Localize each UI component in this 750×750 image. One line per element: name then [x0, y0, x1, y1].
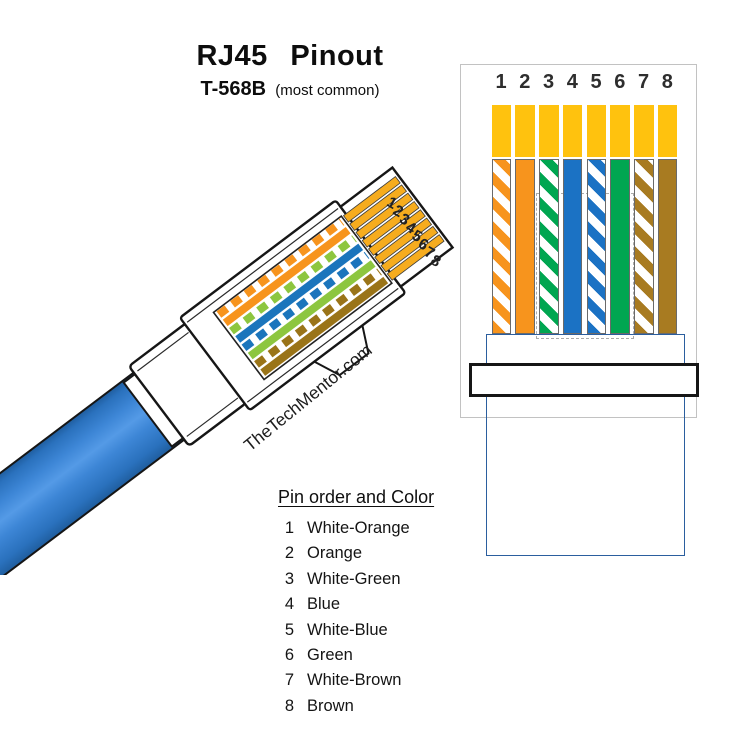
legend-row: 6 Green [262, 646, 482, 671]
art-gold-contact [349, 184, 408, 231]
wire-pin-6-green [610, 159, 630, 334]
boot-ridge-line [186, 397, 239, 437]
legend-color-name: Green [307, 645, 353, 664]
legend-row: 7 White-Brown [262, 671, 482, 696]
legend-pin-number: 3 [284, 569, 294, 588]
legend-row: 5 White-Blue [262, 621, 482, 646]
legend-pin-number: 6 [284, 645, 294, 664]
page-title: RJ45 Pinout [196, 40, 384, 72]
pin-number-label: 6 [614, 71, 626, 93]
art-wire-white-blue [241, 251, 370, 352]
wire-pin-3-white-green [539, 159, 559, 334]
standard-name: T-568B [200, 78, 267, 100]
art-wire-orange [222, 227, 351, 327]
pin-number-label: 4 [566, 71, 578, 93]
legend: Pin order and Color 1 White-Orange 2 Orange… [262, 487, 482, 722]
art-wire-white-brown [254, 268, 382, 368]
gold-contacts [342, 176, 445, 281]
legend-row: 2 Orange [262, 544, 482, 569]
art-wire-green [247, 260, 376, 360]
legend-color-name: White-Green [307, 569, 401, 588]
wire-pin-4-blue [562, 159, 583, 334]
gold-contact-pad [586, 105, 606, 157]
art-gold-contact [355, 192, 414, 240]
art-gold-contact [342, 176, 401, 223]
subtitle: T-568B (most common) [120, 78, 460, 101]
gold-contact-pad [610, 105, 630, 157]
crimp-strain-relief-band [469, 363, 699, 397]
art-gold-contact [386, 234, 445, 281]
wire-pin-7-white-brown [634, 159, 654, 334]
wire-pin-5-white-blue [586, 159, 606, 334]
internal-wires [216, 218, 389, 376]
wire-pin-2-orange [515, 159, 535, 334]
legend-color-name: Blue [307, 595, 341, 614]
art-wire-white-green [229, 235, 357, 335]
legend-pin-number: 2 [284, 544, 294, 563]
cable-jacket [486, 334, 685, 556]
header: RJ45 Pinout T-568B (most common) [120, 40, 460, 101]
gold-contact-pad [562, 105, 583, 157]
art-gold-contact [374, 217, 433, 265]
art-wire-white-orange [216, 218, 345, 318]
legend-row: 4 Blue [262, 595, 482, 620]
legend-pin-number: 1 [284, 519, 294, 537]
pin-number-label: 1 [495, 71, 507, 93]
art-gold-contact [380, 225, 439, 273]
legend-row: 8 Brown [262, 697, 482, 722]
body-contour-line [246, 287, 399, 403]
art-wire-blue [235, 243, 364, 343]
pin-number-label: 8 [661, 71, 673, 93]
legend-pin-number: 7 [284, 671, 294, 690]
gold-contact-pad [634, 105, 654, 157]
legend-color-name: Orange [307, 544, 363, 563]
legend-heading: Pin order and Color [278, 487, 435, 507]
gold-contact-pad [539, 105, 559, 157]
gold-contact-pad [515, 105, 535, 157]
legend-pin-number: 5 [284, 620, 294, 639]
legend-pin-number: 4 [284, 595, 294, 614]
art-gold-contact [361, 200, 420, 248]
body-contour-line [186, 208, 339, 323]
legend-pin-number: 8 [284, 696, 294, 715]
art-gold-contact [367, 209, 426, 256]
legend-row: 1 White-Orange [262, 519, 482, 544]
pin-number-label: 5 [590, 71, 602, 93]
legend-row: 3 White-Green [262, 570, 482, 595]
gold-contact-pad [657, 105, 678, 157]
wire-pin-1-white-orange [491, 159, 511, 334]
boot-ridge-line [137, 331, 189, 372]
legend-color-name: White-Orange [307, 519, 410, 537]
legend-color-name: White-Brown [307, 671, 402, 690]
standard-note: (most common) [275, 82, 380, 99]
pin-number-label: 7 [637, 71, 650, 93]
pin-number-label: 2 [519, 71, 531, 93]
art-wire-brown [260, 276, 389, 376]
legend-color-name: White-Blue [307, 620, 388, 639]
legend-color-name: Brown [307, 696, 354, 715]
gold-contact-pad [491, 105, 511, 157]
wire-pin-8-brown [657, 159, 678, 334]
blue-pair-dashed-outline [536, 193, 634, 339]
pin-number-label: 3 [542, 71, 555, 93]
